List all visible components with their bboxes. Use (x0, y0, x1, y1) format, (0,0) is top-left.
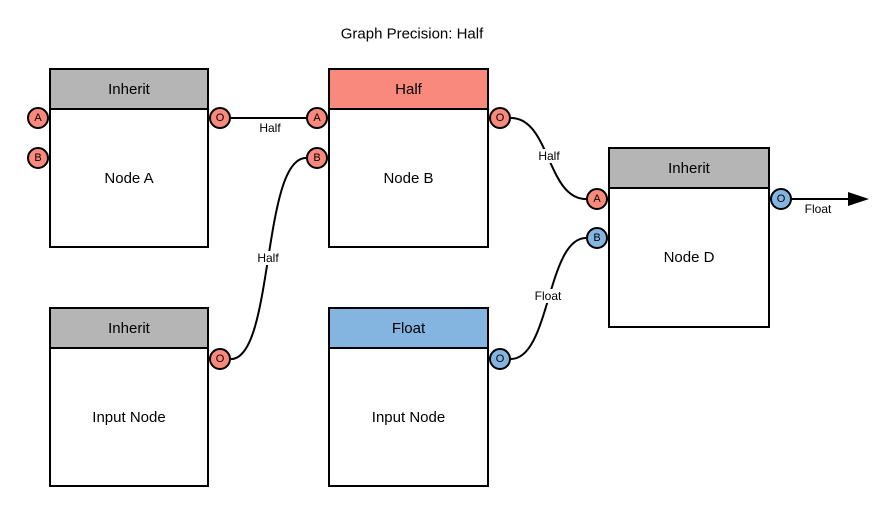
node-a-precision-header: Inherit (51, 70, 207, 110)
node-d-precision-header: Inherit (610, 149, 768, 189)
diagram-title: Graph Precision: Half (340, 25, 484, 43)
input-node-inherit-precision-header: Inherit (51, 309, 207, 349)
edge-label-noded-output: Float (802, 202, 834, 216)
edge-label-nodea-nodeb: Half (257, 121, 283, 135)
node-d-port-a: A (586, 188, 608, 210)
node-d-label: Node D (663, 249, 715, 266)
node-d: Inherit Node D (608, 147, 770, 328)
node-a-port-a: A (27, 107, 49, 129)
node-b-label: Node B (383, 169, 434, 187)
input-node-inherit: Inherit Input Node (49, 307, 209, 487)
node-b-port-o: O (489, 107, 511, 129)
edge-label-input2-noded: Float (532, 289, 564, 303)
node-b-port-b: B (306, 147, 328, 169)
node-d-port-o: O (770, 188, 792, 210)
input-node-float: Float Input Node (328, 307, 489, 487)
output-arrowhead-icon (848, 192, 869, 206)
input-node-float-precision-header: Float (330, 309, 487, 349)
node-a-label: Node A (104, 169, 154, 187)
input-node-inherit-label: Input Node (92, 408, 166, 426)
input-node-float-port-o: O (489, 348, 511, 370)
input-node-float-label: Input Node (371, 408, 446, 426)
edge-label-nodeb-noded: Half (536, 149, 562, 163)
node-a-port-b: B (27, 147, 49, 169)
node-b-precision-header: Half (330, 70, 487, 110)
node-a-port-o: O (209, 107, 231, 129)
node-b: Half Node B (328, 68, 489, 248)
input-node-inherit-port-o: O (209, 348, 231, 370)
edge-label-input1-nodeb: Half (255, 251, 281, 265)
node-a: Inherit Node A (49, 68, 209, 248)
node-b-port-a: A (306, 107, 328, 129)
node-d-port-b: B (586, 227, 608, 249)
